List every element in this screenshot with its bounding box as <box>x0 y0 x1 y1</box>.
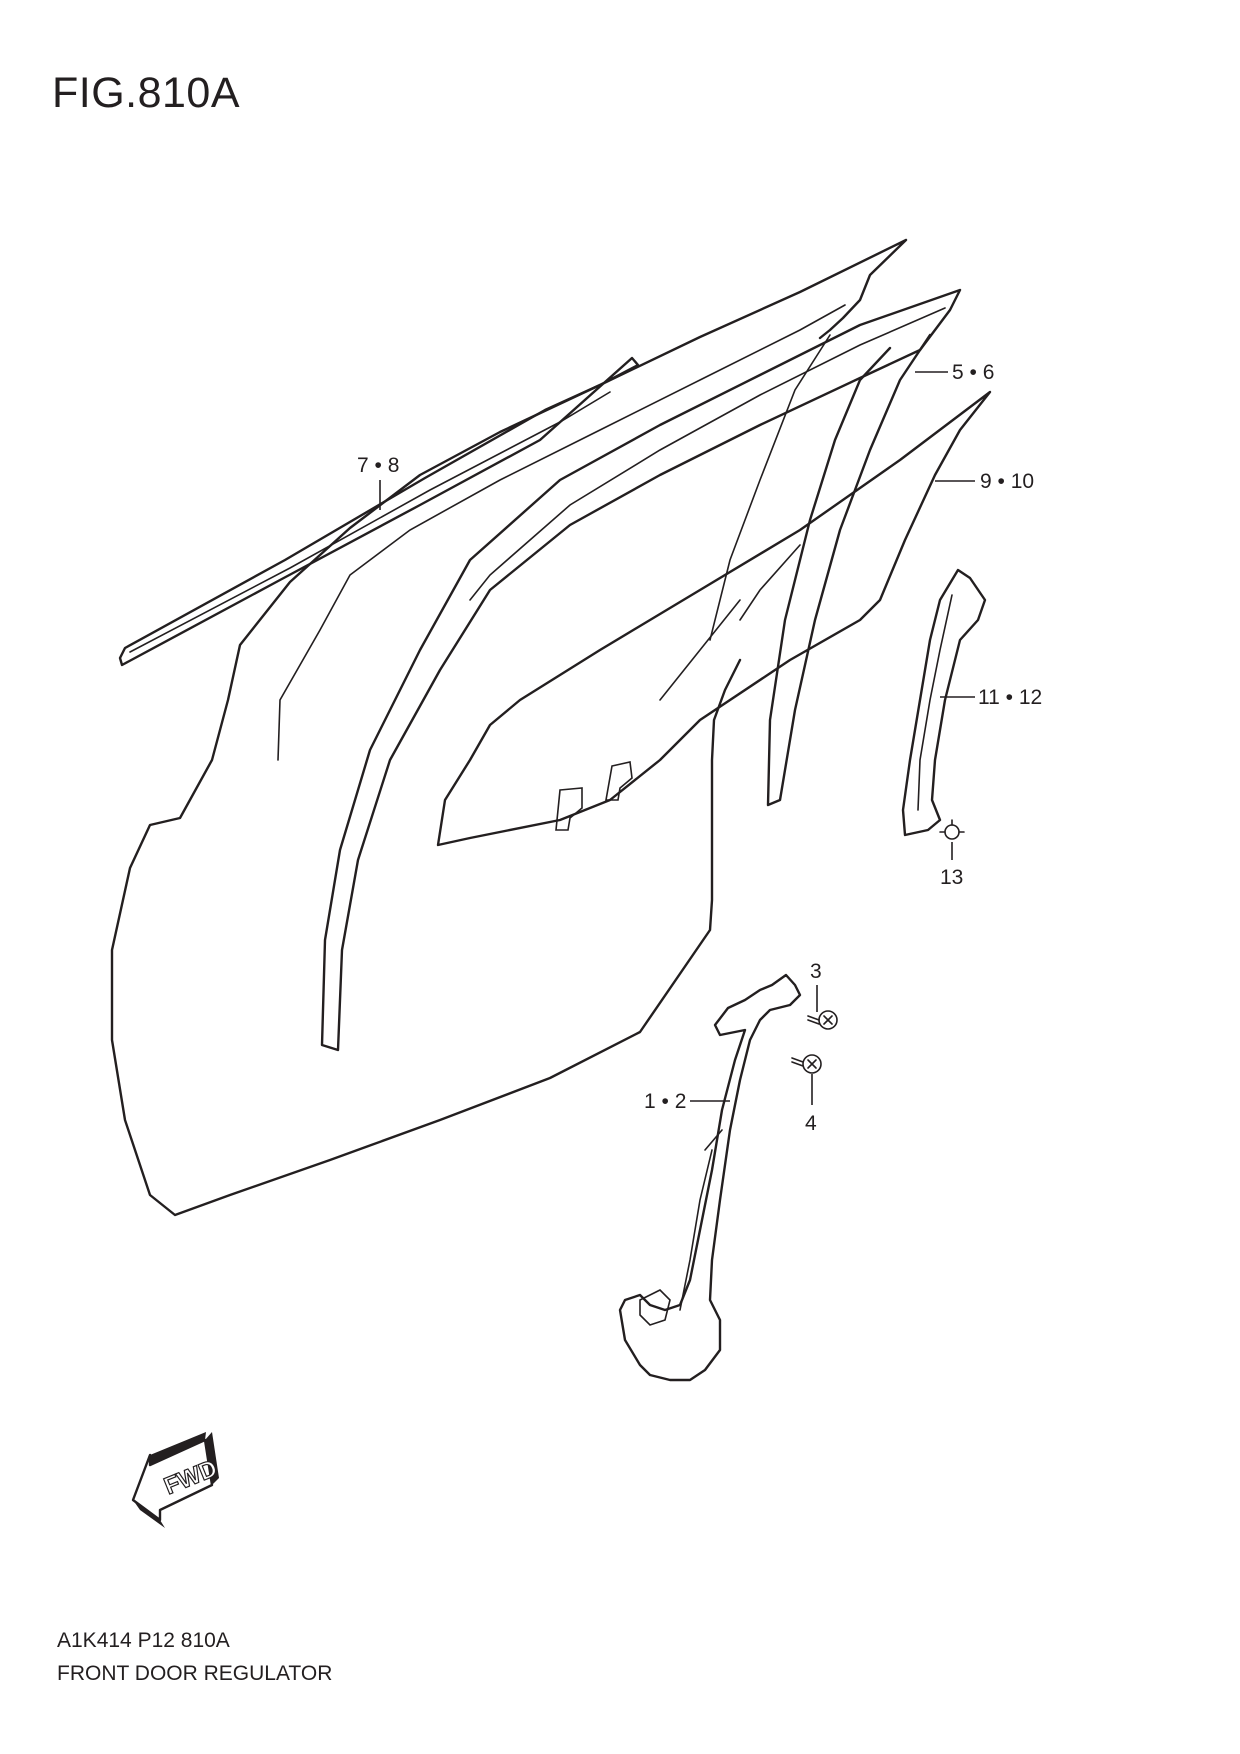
glass-highlight <box>659 544 801 701</box>
fwd-arrow-icon: FWD <box>131 1432 222 1528</box>
door-panel <box>110 238 908 1217</box>
weatherstrip-edge <box>129 391 611 653</box>
glass-bracket-right <box>605 761 633 801</box>
callout-7-8: 7 • 8 <box>357 454 399 477</box>
callout-5-6: 5 • 6 <box>952 361 994 384</box>
callout-4: 4 <box>805 1112 817 1135</box>
clip-13-icon <box>939 819 965 840</box>
figure-code: A1K414 P12 810A <box>57 1629 230 1652</box>
figure-title: FIG.810A <box>52 69 241 117</box>
screw-3-icon <box>807 1010 838 1030</box>
regulator-motor <box>639 1289 671 1326</box>
window-regulator <box>618 973 802 1382</box>
rear-lower-channel <box>901 568 987 837</box>
door-glass <box>436 390 992 847</box>
belt-weatherstrip <box>118 356 640 667</box>
regulator-cable <box>679 1129 723 1311</box>
channel-inner-edge <box>917 594 953 811</box>
callout-11-12: 11 • 12 <box>978 686 1042 709</box>
screw-4-icon <box>791 1054 822 1074</box>
callout-13: 13 <box>940 866 963 889</box>
glass-bracket-left <box>555 787 583 831</box>
rear-sash-channel <box>766 333 932 807</box>
callout-3: 3 <box>810 960 822 983</box>
callout-9-10: 9 • 10 <box>980 470 1034 493</box>
figure-caption: FRONT DOOR REGULATOR <box>57 1662 333 1685</box>
glass-run-inner-edge <box>469 307 946 601</box>
door-glass-run <box>320 288 962 1052</box>
callout-1-2: 1 • 2 <box>644 1090 686 1113</box>
